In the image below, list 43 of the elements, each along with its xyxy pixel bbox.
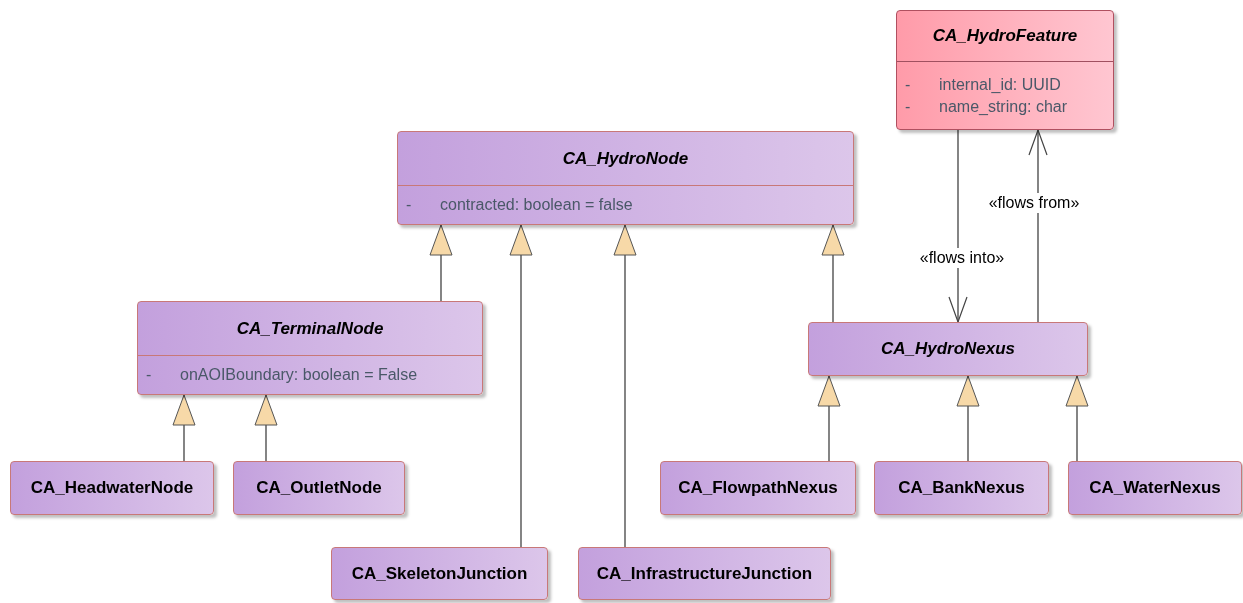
class-box [1068, 461, 1242, 515]
class-box [578, 547, 831, 600]
edge-label: «flows into» [917, 248, 1007, 268]
class-name: CA_InfrastructureJunction [596, 562, 813, 585]
generalization-arrow [1065, 375, 1089, 462]
class-box [137, 301, 483, 395]
generalization-arrow [254, 394, 278, 462]
generalization-arrow [509, 224, 533, 548]
visibility-marker: - [905, 74, 912, 95]
generalization-arrow [613, 224, 637, 548]
generalization-arrow [821, 224, 845, 323]
generalization-arrow [817, 375, 841, 462]
class-name: CA_HydroNexus [880, 338, 1016, 361]
attribute-text: internal_id: UUID [939, 74, 1062, 95]
class-box [10, 461, 214, 515]
visibility-marker: - [406, 195, 413, 215]
attribute-text: contracted: boolean = false [440, 195, 634, 215]
class-box [397, 131, 854, 225]
edge-label: «flows from» [986, 193, 1082, 213]
class-box [808, 322, 1088, 376]
class-name: CA_BankNexus [898, 477, 1025, 500]
class-box [896, 10, 1114, 130]
class-name: CA_HydroNode [562, 147, 689, 170]
class-name: CA_WaterNexus [1089, 477, 1221, 500]
class-name: CA_FlowpathNexus [678, 477, 838, 500]
class-name: CA_OutletNode [256, 477, 382, 500]
generalization-arrow [429, 224, 453, 302]
class-box [874, 461, 1049, 515]
class-box [660, 461, 856, 515]
generalization-arrow [172, 394, 196, 462]
class-name: CA_HeadwaterNode [30, 477, 194, 500]
attribute-text: name_string: char [939, 96, 1069, 117]
class-name: CA_SkeletonJunction [351, 562, 528, 585]
class-name: CA_HydroFeature [932, 25, 1078, 48]
generalization-arrow [956, 375, 980, 462]
association-arrow [948, 129, 968, 323]
attribute-text: onAOIBoundary: boolean = False [180, 365, 419, 385]
visibility-marker: - [905, 96, 912, 117]
association-arrow [1028, 129, 1048, 323]
class-box [233, 461, 405, 515]
class-name: CA_TerminalNode [236, 317, 384, 340]
visibility-marker: - [146, 365, 153, 385]
class-box [331, 547, 548, 600]
